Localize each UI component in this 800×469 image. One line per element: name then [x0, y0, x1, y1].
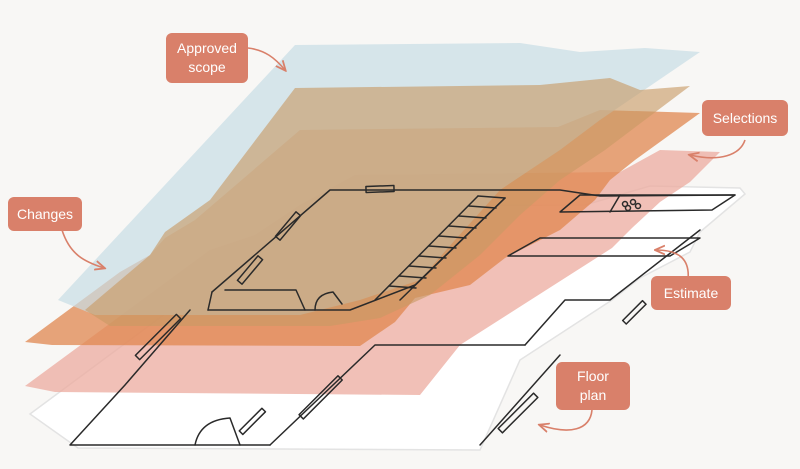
floor-plan-arrow — [540, 409, 593, 430]
callout-arrows — [61, 47, 746, 430]
approved-scope-arrow — [247, 47, 285, 70]
changes-arrow — [61, 229, 104, 268]
estimate-label: Estimate — [651, 276, 731, 310]
selections-layer — [85, 78, 690, 326]
selections-arrow — [690, 139, 746, 158]
floor-plan-label: Floor plan — [556, 362, 630, 410]
selections-label: Selections — [702, 100, 788, 136]
floor-plan-drawing — [69, 184, 736, 446]
approved-scope-label: Approved scope — [166, 33, 248, 83]
changes-label: Changes — [8, 197, 82, 231]
estimate-arrow — [656, 250, 689, 281]
staircase-treads — [388, 195, 506, 289]
